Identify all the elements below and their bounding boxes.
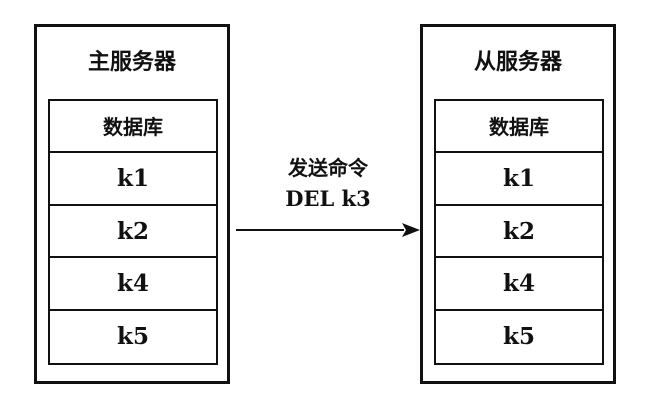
- slave-server: 从服务器 数据库 k1 k2 k4 k5: [420, 24, 616, 384]
- slave-key-k1: k1: [436, 153, 602, 206]
- slave-key-k2: k2: [436, 206, 602, 259]
- master-database-header: 数据库: [50, 101, 216, 154]
- slave-server-title: 从服务器: [473, 50, 562, 75]
- command-arrow-head: [402, 223, 420, 237]
- command-text: DEL k3: [285, 186, 371, 211]
- master-key-k5: k5: [117, 322, 149, 350]
- slave-database-header: 数据库: [436, 101, 602, 154]
- master-server: 主服务器 数据库 k1 k2 k4 k5: [34, 24, 230, 384]
- master-database: 数据库 k1 k2 k4 k5: [48, 99, 218, 365]
- master-key-k1: k1: [50, 153, 216, 206]
- master-key-k4: k4: [50, 258, 216, 311]
- slave-key-k4: k4: [436, 258, 602, 311]
- master-key-k2: k2: [50, 206, 216, 259]
- master-server-title: 主服务器: [87, 50, 176, 75]
- slave-database: 数据库 k1 k2 k4 k5: [434, 99, 604, 365]
- command-label: 发送命令: [288, 156, 368, 180]
- slave-key-k5: k5: [503, 322, 535, 350]
